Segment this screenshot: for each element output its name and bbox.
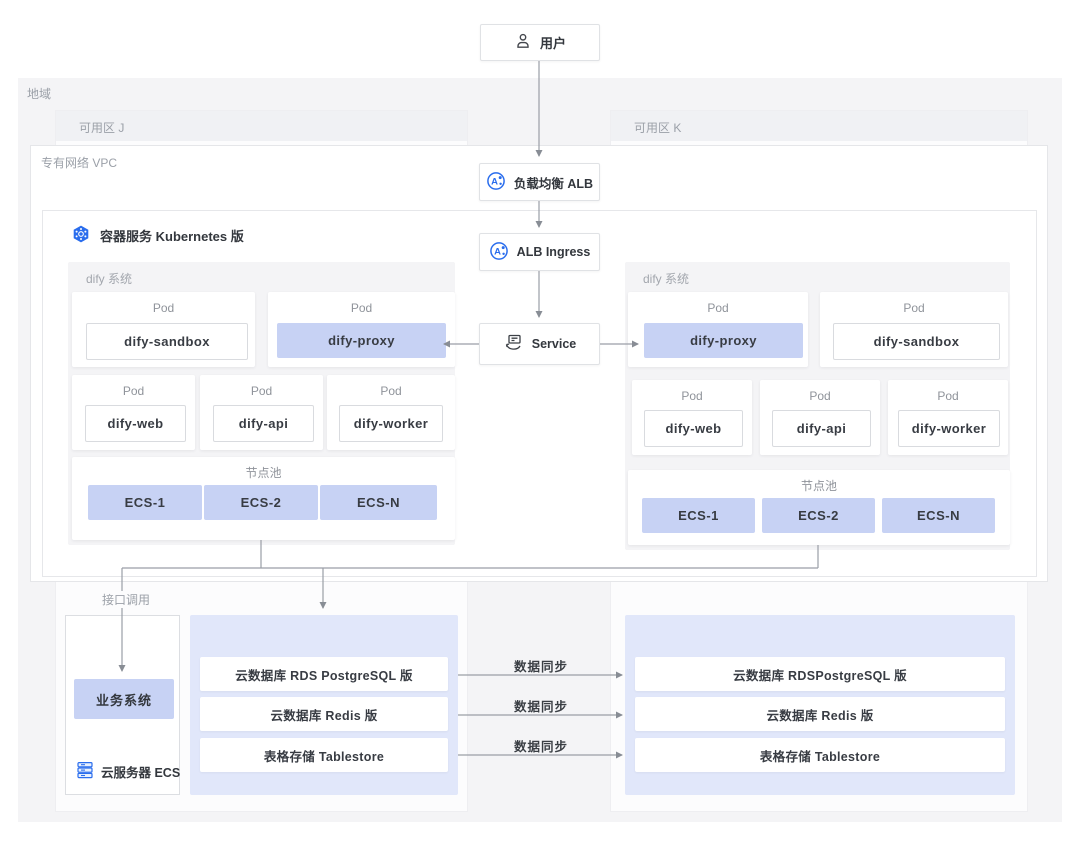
pod-card-right-api: Pod dify-api [760, 380, 880, 455]
alb-ingress-label: ALB Ingress [516, 245, 591, 259]
zone-k-header [611, 111, 1027, 141]
pod-label: Pod [250, 384, 273, 398]
db-rds-postgresql: 云数据库 RDS PostgreSQL 版 [200, 657, 448, 691]
nodepool-right: 节点池 ECS-1 ECS-2 ECS-N [628, 470, 1010, 545]
k8s-title-label: 容器服务 Kubernetes 版 [100, 229, 244, 244]
pod-card-left-sandbox: Pod dify-sandbox [72, 292, 255, 367]
pod-label: Pod [681, 389, 703, 403]
ecs-icon [76, 761, 94, 782]
ecs-label: 云服务器 ECS [101, 766, 181, 780]
alb-box: A 负载均衡 ALB [479, 163, 600, 201]
db-container-left: 云数据库 RDS PostgreSQL 版 云数据库 Redis 版 表格存储 … [190, 615, 458, 795]
pod-card-right-proxy: Pod dify-proxy [628, 292, 808, 367]
zone-k-label: 可用区 K [634, 121, 682, 135]
node-dify-proxy: dify-proxy [277, 323, 446, 358]
db-tablestore: 表格存储 Tablestore [200, 738, 448, 772]
user-icon [514, 32, 532, 53]
db-redis: 云数据库 Redis 版 [635, 697, 1005, 731]
svg-text:A: A [494, 246, 501, 257]
nodepool-label: 节点池 [245, 466, 282, 480]
node-ecs-1: ECS-1 [88, 485, 202, 520]
data-sync-label: 数据同步 [514, 660, 569, 674]
business-system-box: 业务系统 [74, 679, 174, 719]
pod-label: Pod [903, 301, 925, 315]
node-dify-web: dify-web [644, 410, 743, 447]
node-ecs-2: ECS-2 [762, 498, 875, 533]
dify-panel-left-label: dify 系统 [86, 272, 133, 286]
node-ecs-n: ECS-N [882, 498, 995, 533]
node-ecs-1: ECS-1 [642, 498, 755, 533]
node-dify-api: dify-api [772, 410, 871, 447]
pod-label: Pod [809, 389, 831, 403]
region-label: 地域 [27, 87, 52, 101]
pod-card-right-web: Pod dify-web [632, 380, 752, 455]
alb-icon: A [486, 171, 506, 194]
pod-card-left-worker: Pod dify-worker [327, 375, 455, 450]
nodepool-label: 节点池 [800, 479, 837, 493]
pod-label: Pod [152, 301, 175, 315]
service-label: Service [531, 337, 577, 351]
node-dify-worker: dify-worker [898, 410, 1000, 447]
data-sync-label: 数据同步 [514, 740, 569, 754]
user-box: 用户 [480, 24, 600, 61]
pod-label: Pod [937, 389, 959, 403]
alb-ingress-icon: A [489, 241, 509, 264]
user-label: 用户 [539, 36, 566, 51]
svg-text:A: A [491, 176, 498, 187]
zone-j-header [56, 111, 467, 141]
alb-label: 负载均衡 ALB [513, 176, 594, 191]
pod-card-right-sandbox: Pod dify-sandbox [820, 292, 1008, 367]
pod-label: Pod [380, 384, 402, 398]
kubernetes-icon [71, 224, 91, 247]
service-icon [503, 332, 524, 356]
ecs-legend: 云服务器 ECS [76, 761, 180, 782]
vpc-label: 专有网络 VPC [41, 156, 118, 170]
node-ecs-n: ECS-N [320, 485, 437, 520]
node-dify-worker: dify-worker [339, 405, 443, 442]
pod-card-right-worker: Pod dify-worker [888, 380, 1008, 455]
pod-card-left-proxy: Pod dify-proxy [268, 292, 455, 367]
nodepool-left: 节点池 ECS-1 ECS-2 ECS-N [72, 457, 455, 540]
api-call-label: 接口调用 [99, 591, 154, 608]
node-dify-sandbox: dify-sandbox [86, 323, 248, 360]
node-dify-proxy: dify-proxy [644, 323, 803, 358]
db-redis: 云数据库 Redis 版 [200, 697, 448, 731]
node-ecs-2: ECS-2 [204, 485, 318, 520]
pod-label: Pod [707, 301, 729, 315]
data-sync-label: 数据同步 [514, 700, 569, 714]
node-dify-sandbox: dify-sandbox [833, 323, 1000, 360]
node-dify-web: dify-web [85, 405, 186, 442]
pod-label: Pod [122, 384, 145, 398]
pod-card-left-api: Pod dify-api [200, 375, 323, 450]
alb-ingress-box: A ALB Ingress [479, 233, 600, 271]
dify-panel-right-label: dify 系统 [643, 272, 690, 286]
pod-card-left-web: Pod dify-web [72, 375, 195, 450]
pod-label: Pod [350, 301, 373, 315]
node-dify-api: dify-api [213, 405, 314, 442]
db-container-right: 云数据库 RDSPostgreSQL 版 云数据库 Redis 版 表格存储 T… [625, 615, 1015, 795]
service-box: Service [479, 323, 600, 365]
db-tablestore: 表格存储 Tablestore [635, 738, 1005, 772]
db-rds-postgresql: 云数据库 RDSPostgreSQL 版 [635, 657, 1005, 691]
zone-j-label: 可用区 J [79, 121, 125, 135]
